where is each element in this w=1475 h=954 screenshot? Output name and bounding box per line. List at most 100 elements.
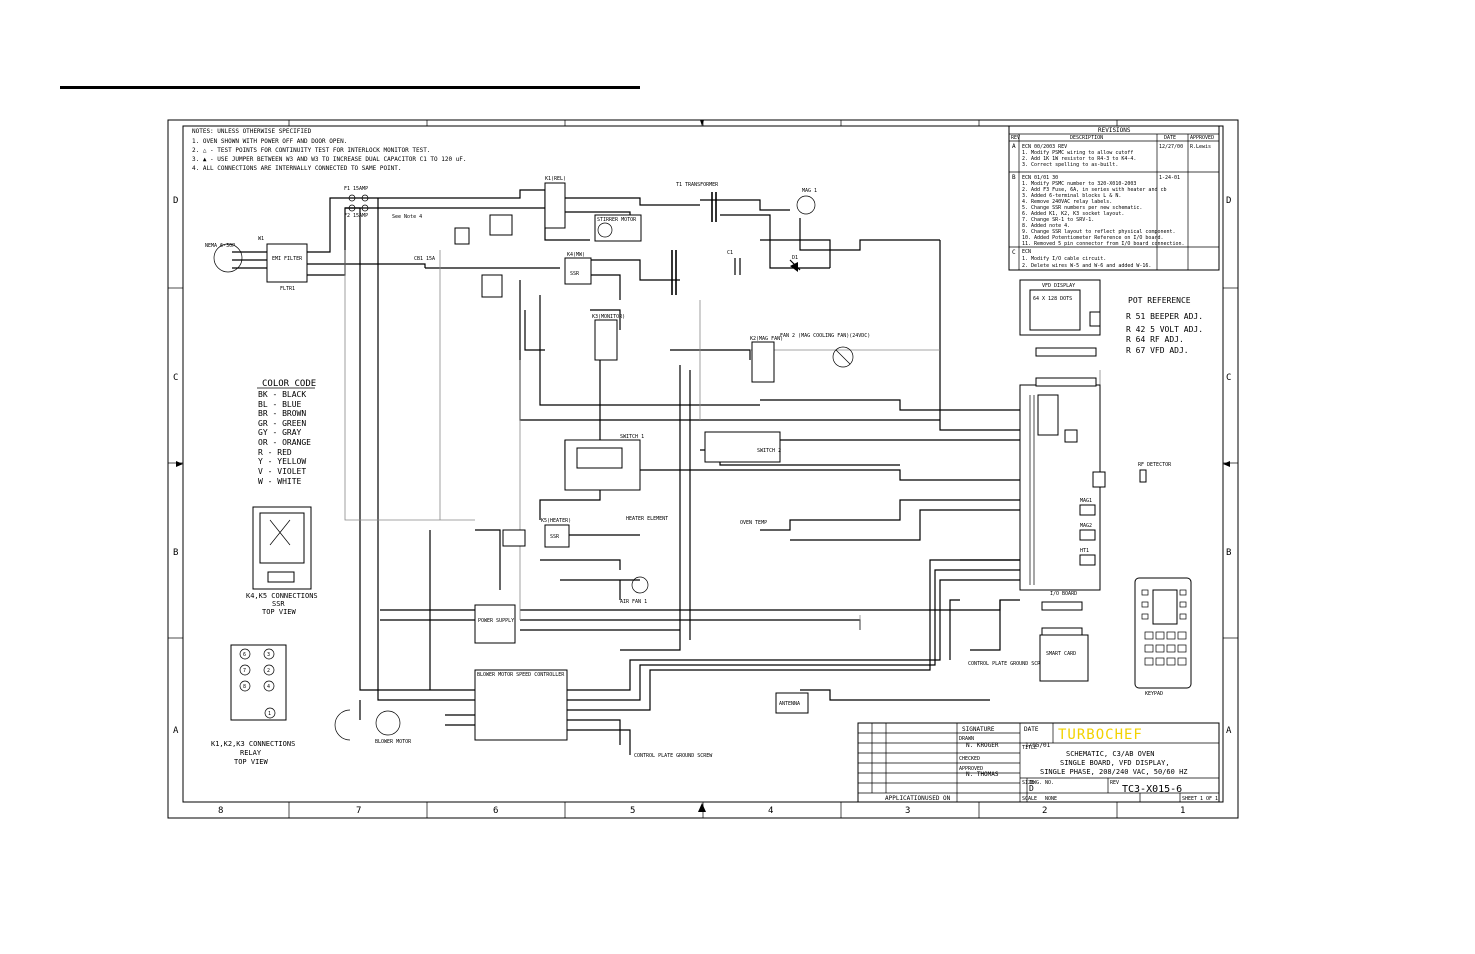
k3-label: K3(MONITOR): [592, 314, 625, 320]
cb1-label: CB1 15A: [414, 256, 435, 262]
color-code-item: BR - BROWN: [258, 409, 306, 418]
color-code-item: W - WHITE: [258, 477, 302, 486]
zone-col-5: 5: [630, 806, 635, 816]
zone-row-c-right: C: [1226, 373, 1231, 383]
stirrer-block: STIRRER MOTOR: [594, 214, 642, 242]
door-interlock-2: [481, 274, 503, 298]
rev-b-line: 2. Add F3 Fuse, 6A, in series with heate…: [1022, 187, 1167, 193]
note-1: 1. OVEN SHOWN WITH POWER OFF AND DOOR OP…: [192, 138, 347, 145]
relay-pin: 3: [267, 652, 270, 658]
rev-a-line: 3. Correct spelling to as-built.: [1022, 162, 1118, 168]
rev-a-approved: R.Lewis: [1190, 144, 1211, 150]
relay-connections-view: 6 3 7 2 8 4 1 K1,K2,K3 CONNECTIONS RELAY…: [211, 644, 295, 766]
ground-label-1: CONTROL PLATE GROUND SCREW: [968, 661, 1047, 667]
pot-reference-title: POT REFERENCE: [1128, 296, 1191, 305]
plug-label: NEMA 6-30P: [205, 243, 235, 249]
zone-row-d-right: D: [1226, 196, 1231, 206]
rev-b-line: 6. Added K1, K2, K3 socket layout.: [1022, 211, 1124, 217]
blower-label: BLOWER MOTOR: [375, 739, 412, 745]
pot-reference: POT REFERENCE R 51 BEEPER ADJ. R 42 5 VO…: [1126, 296, 1203, 355]
pot-reference-item: R 64 RF ADJ.: [1126, 335, 1184, 344]
title-block: SIGNATURE DATE TURBOCHEF DRAWN N. KROGER…: [857, 722, 1220, 803]
switches: SWITCH 1 SWITCH 2: [564, 431, 781, 491]
sheet-value: 1 OF 1: [1200, 796, 1218, 802]
turbochef-logo: TURBOCHEF: [1058, 727, 1143, 743]
sig-header: SIGNATURE: [962, 726, 995, 733]
k2-fan: K2(MAG FAN) FAN 2 (MAG COOLING FAN)(24VD…: [750, 333, 870, 383]
color-code-item: BK - BLACK: [258, 390, 306, 399]
color-code-item: OR - ORANGE: [258, 438, 311, 447]
title-label: TITLE: [1022, 745, 1037, 751]
smart-card-label: SMART CARD: [1046, 651, 1076, 657]
relay-pin: 8: [243, 684, 246, 690]
rev-b-line: 8. Added note 4.: [1022, 223, 1070, 229]
k1-relay: K1(REL): [544, 176, 566, 229]
revisions-title: REVISIONS: [1098, 127, 1131, 134]
relay-pin: 6: [243, 652, 246, 658]
color-code-item: Y - YELLOW: [258, 457, 306, 466]
cap-label: C1: [727, 250, 733, 256]
mag1-io-label: MAG1: [1080, 498, 1092, 504]
approved-label: APPROVED: [959, 766, 983, 772]
rev-c-line: ECN: [1022, 249, 1031, 255]
io-board-label: I/O BOARD: [1050, 591, 1077, 597]
fuses: F1 15AMP F2 15AMP See Note 4 CB1 15A: [344, 186, 513, 298]
notes-block: NOTES: UNLESS OTHERWISE SPECIFIED 1. OVE…: [192, 128, 467, 172]
fan2-label: FAN 2 (MAG COOLING FAN)(24VDC): [780, 333, 870, 339]
fuse-f1-label: F1 15AMP: [344, 186, 368, 192]
right-center-arrow: [1223, 461, 1230, 467]
oven-temp-label: OVEN TEMP: [740, 520, 767, 526]
zone-labels: 8 7 6 5 4 3 2 1 D C B A D C B A: [173, 196, 1232, 816]
zone-row-d-left: D: [173, 196, 178, 206]
zone-col-2: 2: [1042, 806, 1047, 816]
io-board: I/O BOARD MAG1 MAG2 HT1 RF DETECTOR: [1019, 347, 1172, 637]
ground-label-2: CONTROL PLATE GROUND SCREW: [634, 753, 713, 759]
w1-label: W1: [258, 236, 264, 242]
vfd-label: VFD DISPLAY: [1042, 283, 1075, 289]
relay-pin: 4: [267, 684, 270, 690]
power-supply: POWER SUPPLY: [474, 604, 516, 644]
pot-reference-item: R 42 5 VOLT ADJ.: [1126, 325, 1203, 334]
switch1-label: SWITCH 1: [620, 434, 644, 440]
rf-detector-label: RF DETECTOR: [1138, 462, 1172, 468]
zone-col-3: 3: [905, 806, 910, 816]
rev-b-line: ECN 01/01 30: [1022, 175, 1058, 181]
zone-col-6: 6: [493, 806, 498, 816]
filter-label: EMI FILTER: [272, 256, 303, 262]
bottom-center-arrow: [698, 803, 706, 812]
title-line-1: SCHEMATIC, C3/AB OVEN: [1066, 750, 1155, 758]
note-heading: NOTES: UNLESS OTHERWISE SPECIFIED: [192, 128, 312, 135]
rev-b-line: 10. Added Potentiometer Reference on I/O…: [1022, 235, 1163, 241]
smart-card: SMART CARD: [1039, 634, 1089, 682]
zone-row-b-left: B: [173, 548, 178, 558]
k2-label: K2(MAG FAN): [750, 336, 783, 342]
power-input: NEMA 6-30P W1 EMI FILTER FLTR1: [205, 236, 308, 292]
approved-name: N. THOMAS: [966, 771, 999, 778]
transformer-label: T1 TRANSFORMER: [676, 182, 719, 188]
transformer: T1 TRANSFORMER: [671, 182, 719, 295]
color-code-item: V - VIOLET: [258, 467, 306, 476]
used-on-label: USED ON: [925, 795, 951, 802]
color-code-item: R - RED: [258, 448, 292, 457]
vfd-dots-label: 64 X 128 DOTS: [1033, 296, 1072, 302]
stir-motor-label: STIRRER MOTOR: [597, 217, 637, 223]
heater-element-label: HEATER ELEMENT: [626, 516, 668, 522]
checked-label: CHECKED: [959, 756, 980, 762]
color-code-item: GR - GREEN: [258, 419, 306, 428]
rev-a-date: 12/27/00: [1159, 144, 1183, 150]
mag2-io-label: MAG2: [1080, 523, 1092, 529]
air-fan-label: AIR FAN 1: [620, 599, 647, 605]
color-code-item: GY - GRAY: [258, 428, 302, 437]
k3-relay: K3(MONITOR): [592, 314, 625, 361]
top-center-arrow: [700, 120, 704, 126]
application-label: APPLICATION: [885, 795, 925, 802]
header-rule: [60, 86, 640, 89]
color-code: COLOR CODE BK - BLACK BL - BLUE BR - BRO…: [257, 379, 316, 486]
rev-b-line: 4. Remove 240VAC relay labels.: [1022, 199, 1112, 205]
rev-b-date: 1-24-01: [1159, 175, 1180, 181]
k4-ssr-text: SSR: [570, 271, 580, 277]
drawn-date: 1/05/01: [1025, 742, 1051, 749]
pot-reference-item: R 67 VFD ADJ.: [1126, 346, 1189, 355]
rev-label: REV: [1110, 780, 1119, 786]
color-code-item: BL - BLUE: [258, 400, 302, 409]
